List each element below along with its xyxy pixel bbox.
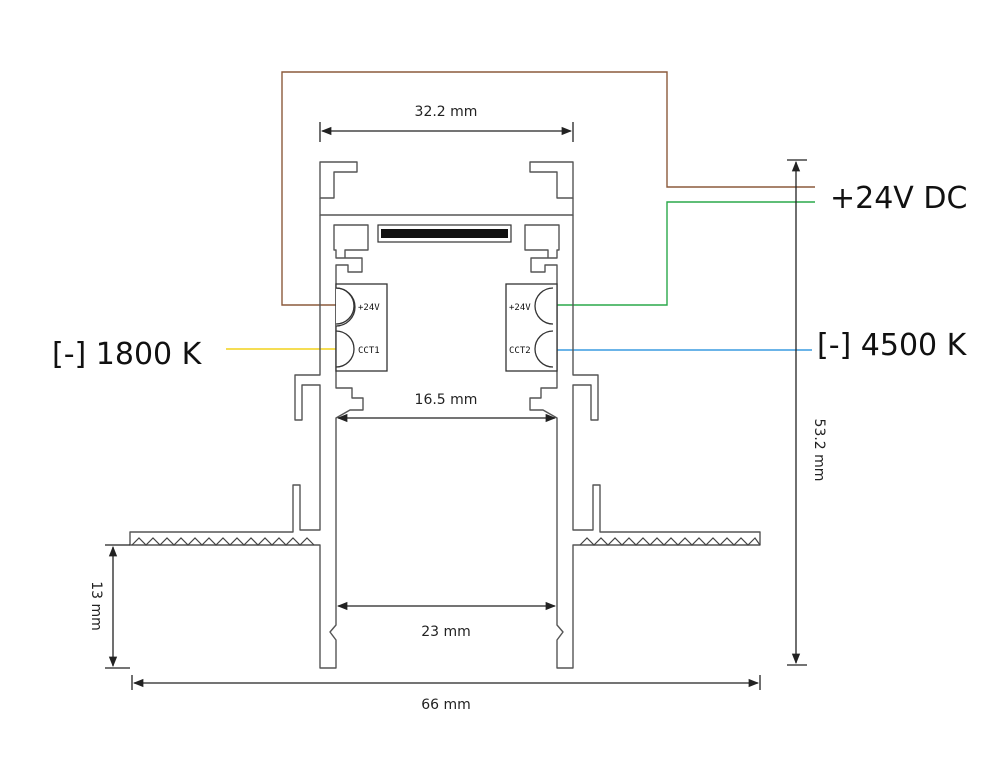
green-wire (553, 201, 815, 306)
profile-left-column (129, 215, 369, 669)
dim-bottom-inner-width-label: 23 mm (421, 624, 471, 640)
dim-bottom-inner-width: 23 mm (336, 601, 557, 640)
dim-flange-height: 13 mm (88, 544, 130, 669)
profile-top-bar (319, 198, 574, 216)
right-serration (579, 537, 761, 546)
right-connector: +24V CCT2 (505, 283, 558, 372)
left-serration (131, 537, 315, 546)
left-pin-24v: +24V (358, 303, 380, 313)
profile-left-wall (319, 161, 358, 199)
right-channel-label: [-] 4500 K (817, 328, 968, 363)
supply-label: +24V DC (830, 181, 967, 216)
right-pin-cct2: CCT2 (509, 346, 531, 356)
dim-top-width: 32.2 mm (319, 104, 574, 142)
dim-inner-width-label: 16.5 mm (415, 392, 478, 408)
dim-flange-height-label: 13 mm (88, 581, 104, 631)
dim-total-width-label: 66 mm (421, 697, 471, 713)
dim-total-height: 53.2 mm (787, 159, 827, 666)
dim-top-width-label: 32.2 mm (415, 104, 478, 120)
led-strip-core (381, 229, 508, 238)
right-pin-24v: +24V (509, 303, 531, 313)
left-channel-label: [-] 1800 K (52, 337, 203, 372)
dim-total-height-label: 53.2 mm (811, 419, 827, 482)
left-connector: +24V CCT1 (335, 283, 388, 372)
profile-right-top (529, 161, 574, 199)
left-pin-cct1: CCT1 (358, 346, 380, 356)
profile-right-column (524, 215, 761, 669)
dim-inner-width: 16.5 mm (336, 392, 557, 423)
brown-wire (281, 71, 815, 306)
dim-total-width: 66 mm (131, 675, 761, 713)
